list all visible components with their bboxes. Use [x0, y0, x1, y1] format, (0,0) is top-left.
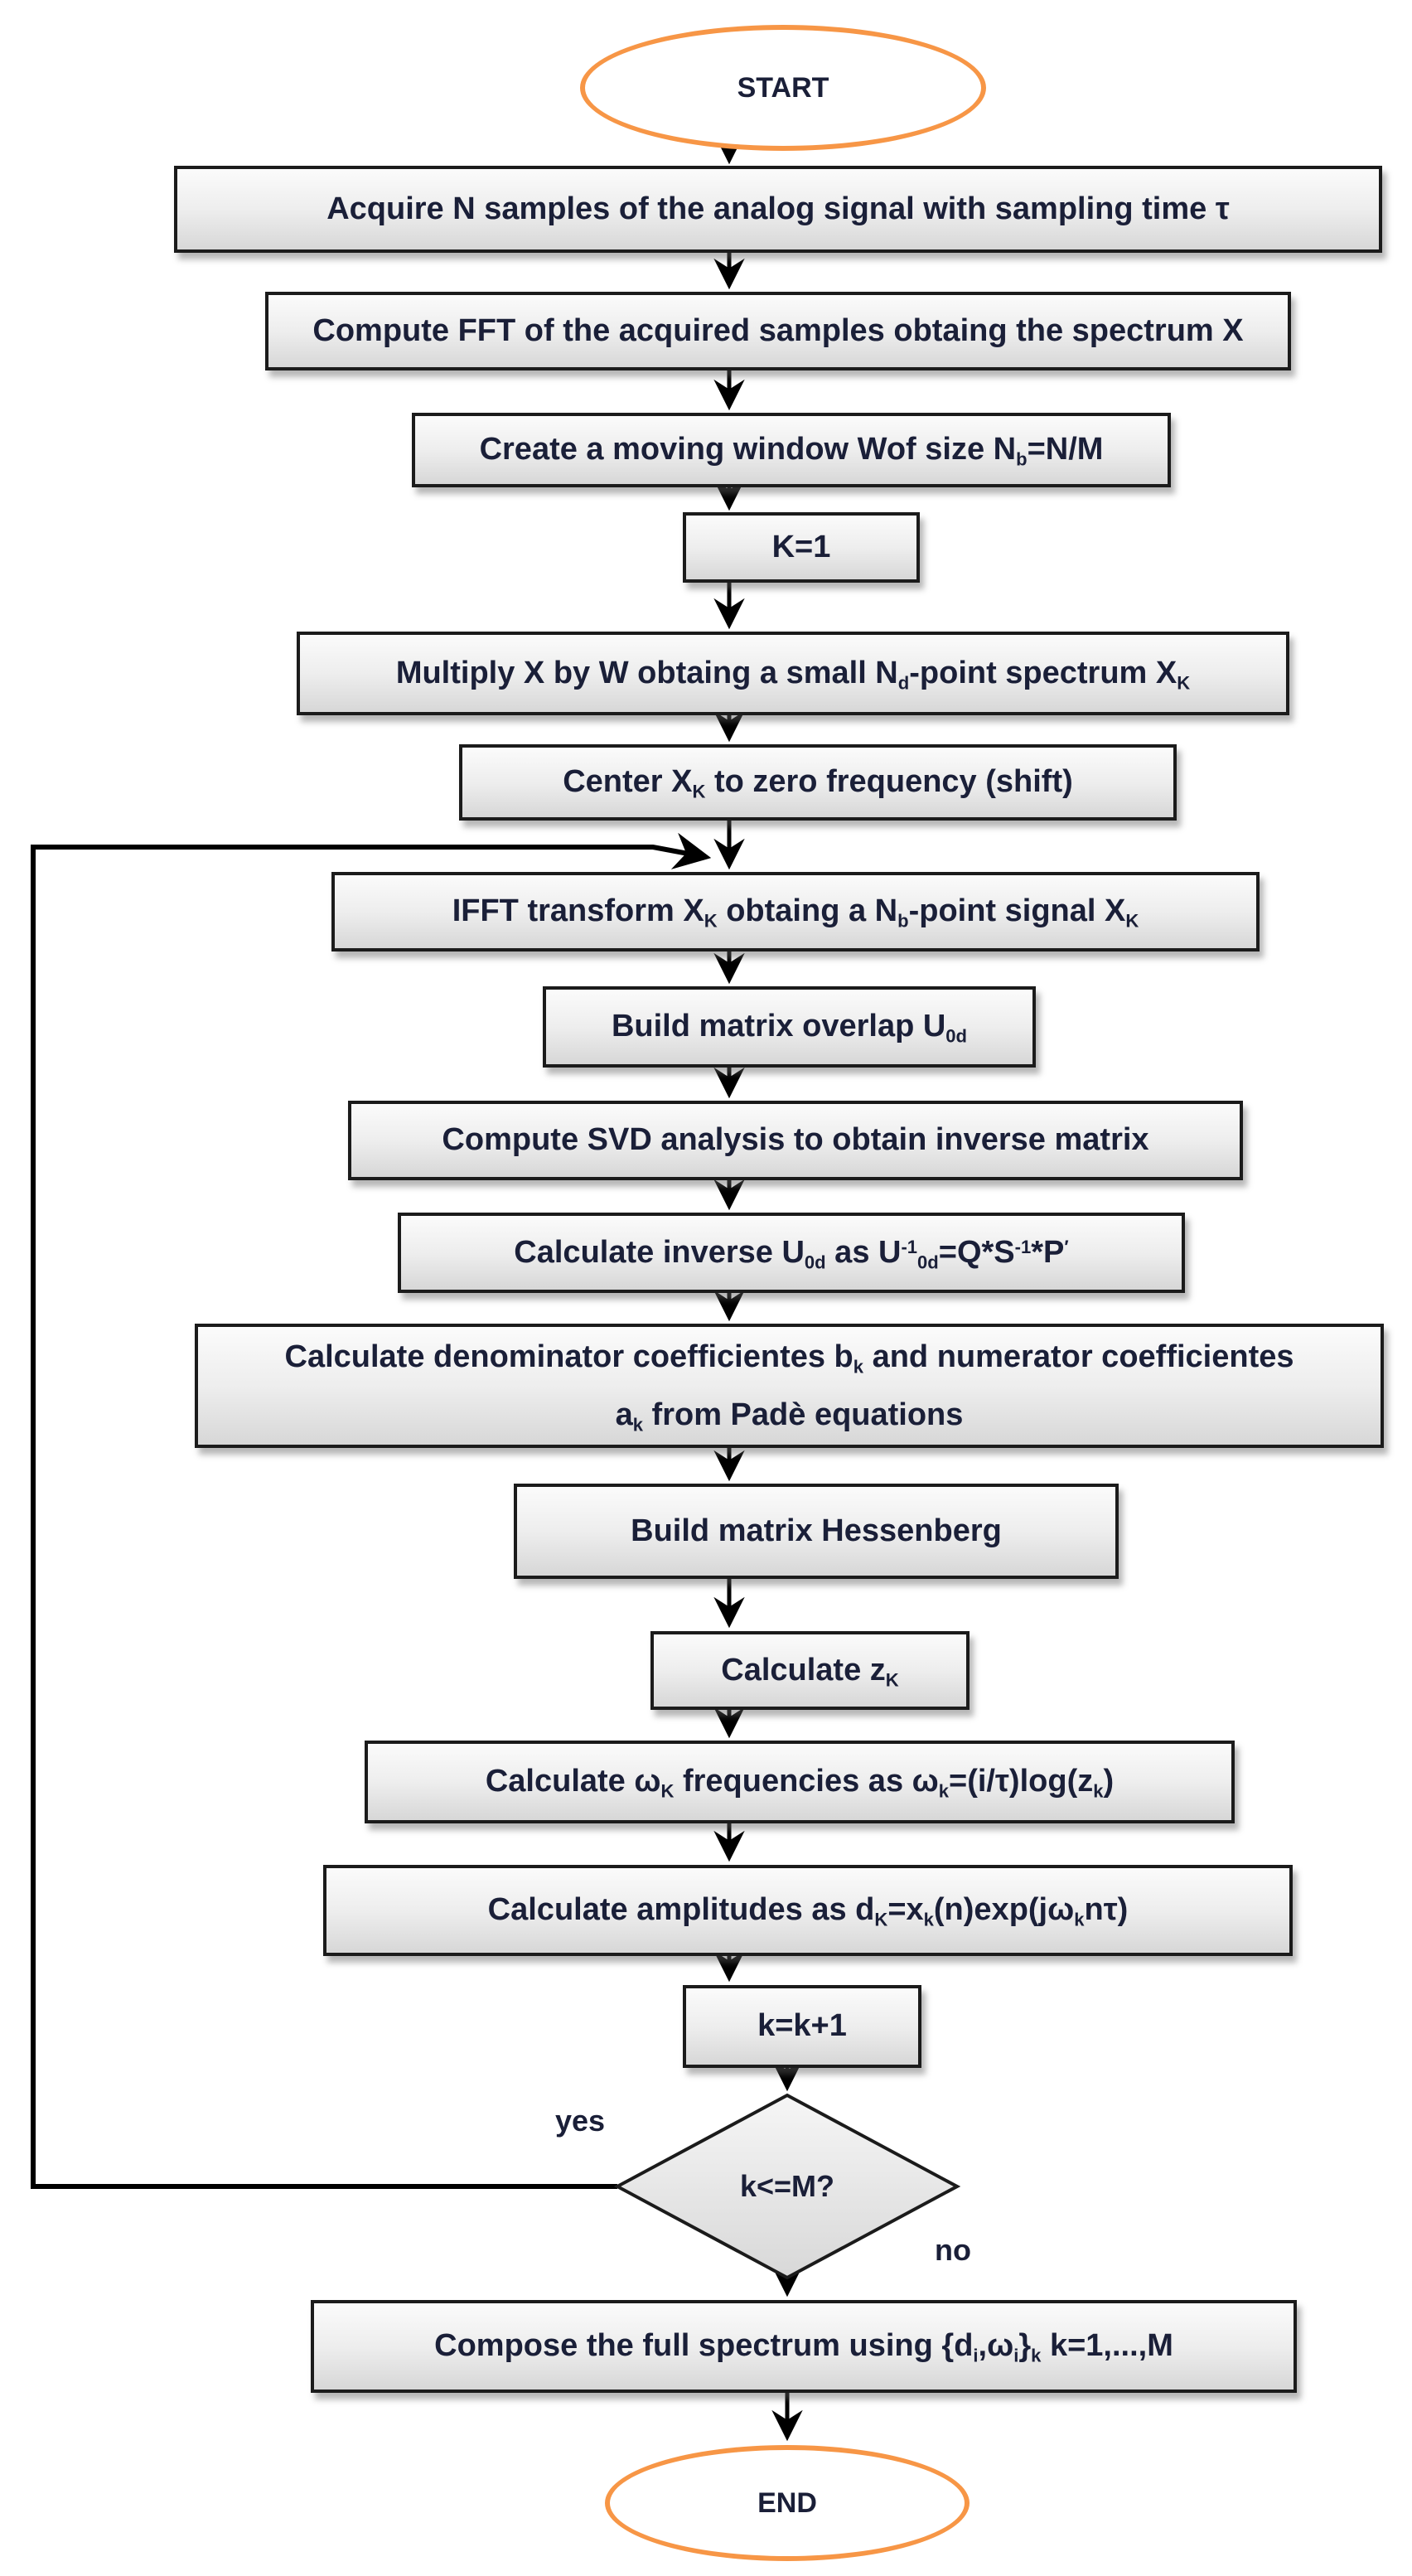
decision-label: k<=M?	[663, 2147, 912, 2226]
process-center-shift: Center XK to zero frequency (shift)	[459, 744, 1177, 821]
process-increment-k: k=k+1	[683, 1985, 921, 2068]
process-init-k: K=1	[683, 512, 920, 583]
process-calc-inverse: Calculate inverse U0d as U-10d=Q*S-1*P′	[398, 1213, 1185, 1293]
process-calc-frequencies: Calculate ωK frequencies as ωk=(i/τ)log(…	[365, 1741, 1235, 1823]
process-label: Compute SVD analysis to obtain inverse m…	[442, 1122, 1149, 1158]
process-label: Compose the full spectrum using {di,ωi}k…	[434, 2328, 1173, 2366]
process-compose-spectrum: Compose the full spectrum using {di,ωi}k…	[311, 2300, 1297, 2393]
process-label: IFFT transform XK obtaing a Nb-point sig…	[452, 893, 1139, 932]
loop-yes-line	[31, 832, 712, 2189]
process-label: k=k+1	[757, 2008, 847, 2044]
process-calc-coefficients: Calculate denominator coefficientes bk a…	[195, 1324, 1384, 1448]
process-ifft-transform: IFFT transform XK obtaing a Nb-point sig…	[331, 872, 1260, 951]
start-label: START	[737, 71, 829, 104]
process-label: Create a moving window Wof size Nb=N/M	[479, 432, 1104, 470]
process-compute-fft: Compute FFT of the acquired samples obta…	[265, 292, 1291, 370]
process-label: Calculate ωK frequencies as ωk=(i/τ)log(…	[485, 1764, 1115, 1802]
decision-diamond	[613, 2093, 961, 2280]
process-label: Acquire N samples of the analog signal w…	[326, 191, 1230, 226]
yes-label: yes	[554, 2104, 606, 2138]
process-label: Compute FFT of the acquired samples obta…	[312, 312, 1244, 348]
process-create-window: Create a moving window Wof size Nb=N/M	[412, 413, 1171, 487]
process-label: Multiply X by W obtaing a small Nd-point…	[395, 655, 1191, 694]
process-calc-zk: Calculate zK	[650, 1631, 970, 1710]
process-multiply-window: Multiply X by W obtaing a small Nd-point…	[297, 632, 1289, 715]
process-label: Center XK to zero frequency (shift)	[563, 764, 1073, 802]
process-build-hessenberg: Build matrix Hessenberg	[514, 1484, 1119, 1579]
no-label: no	[935, 2233, 971, 2267]
process-label: Calculate denominator coefficientes bk a…	[284, 1339, 1294, 1436]
start-terminal: START	[580, 25, 986, 151]
end-terminal: END	[605, 2445, 970, 2561]
decision-text: k<=M?	[739, 2169, 835, 2203]
process-label: Calculate amplitudes as dK=xk(n)exp(jωkn…	[487, 1892, 1129, 1930]
process-label: Calculate zK	[721, 1652, 899, 1691]
process-acquire-samples: Acquire N samples of the analog signal w…	[174, 166, 1382, 253]
process-label: Calculate inverse U0d as U-10d=Q*S-1*P′	[514, 1234, 1069, 1273]
process-label: Build matrix Hessenberg	[631, 1513, 1002, 1548]
end-label: END	[757, 2486, 817, 2519]
process-compute-svd: Compute SVD analysis to obtain inverse m…	[348, 1101, 1243, 1180]
process-label: Build matrix overlap U0d	[611, 1009, 968, 1047]
process-calc-amplitudes: Calculate amplitudes as dK=xk(n)exp(jωkn…	[323, 1865, 1293, 1956]
process-build-overlap: Build matrix overlap U0d	[543, 986, 1036, 1068]
process-label: K=1	[771, 529, 831, 564]
